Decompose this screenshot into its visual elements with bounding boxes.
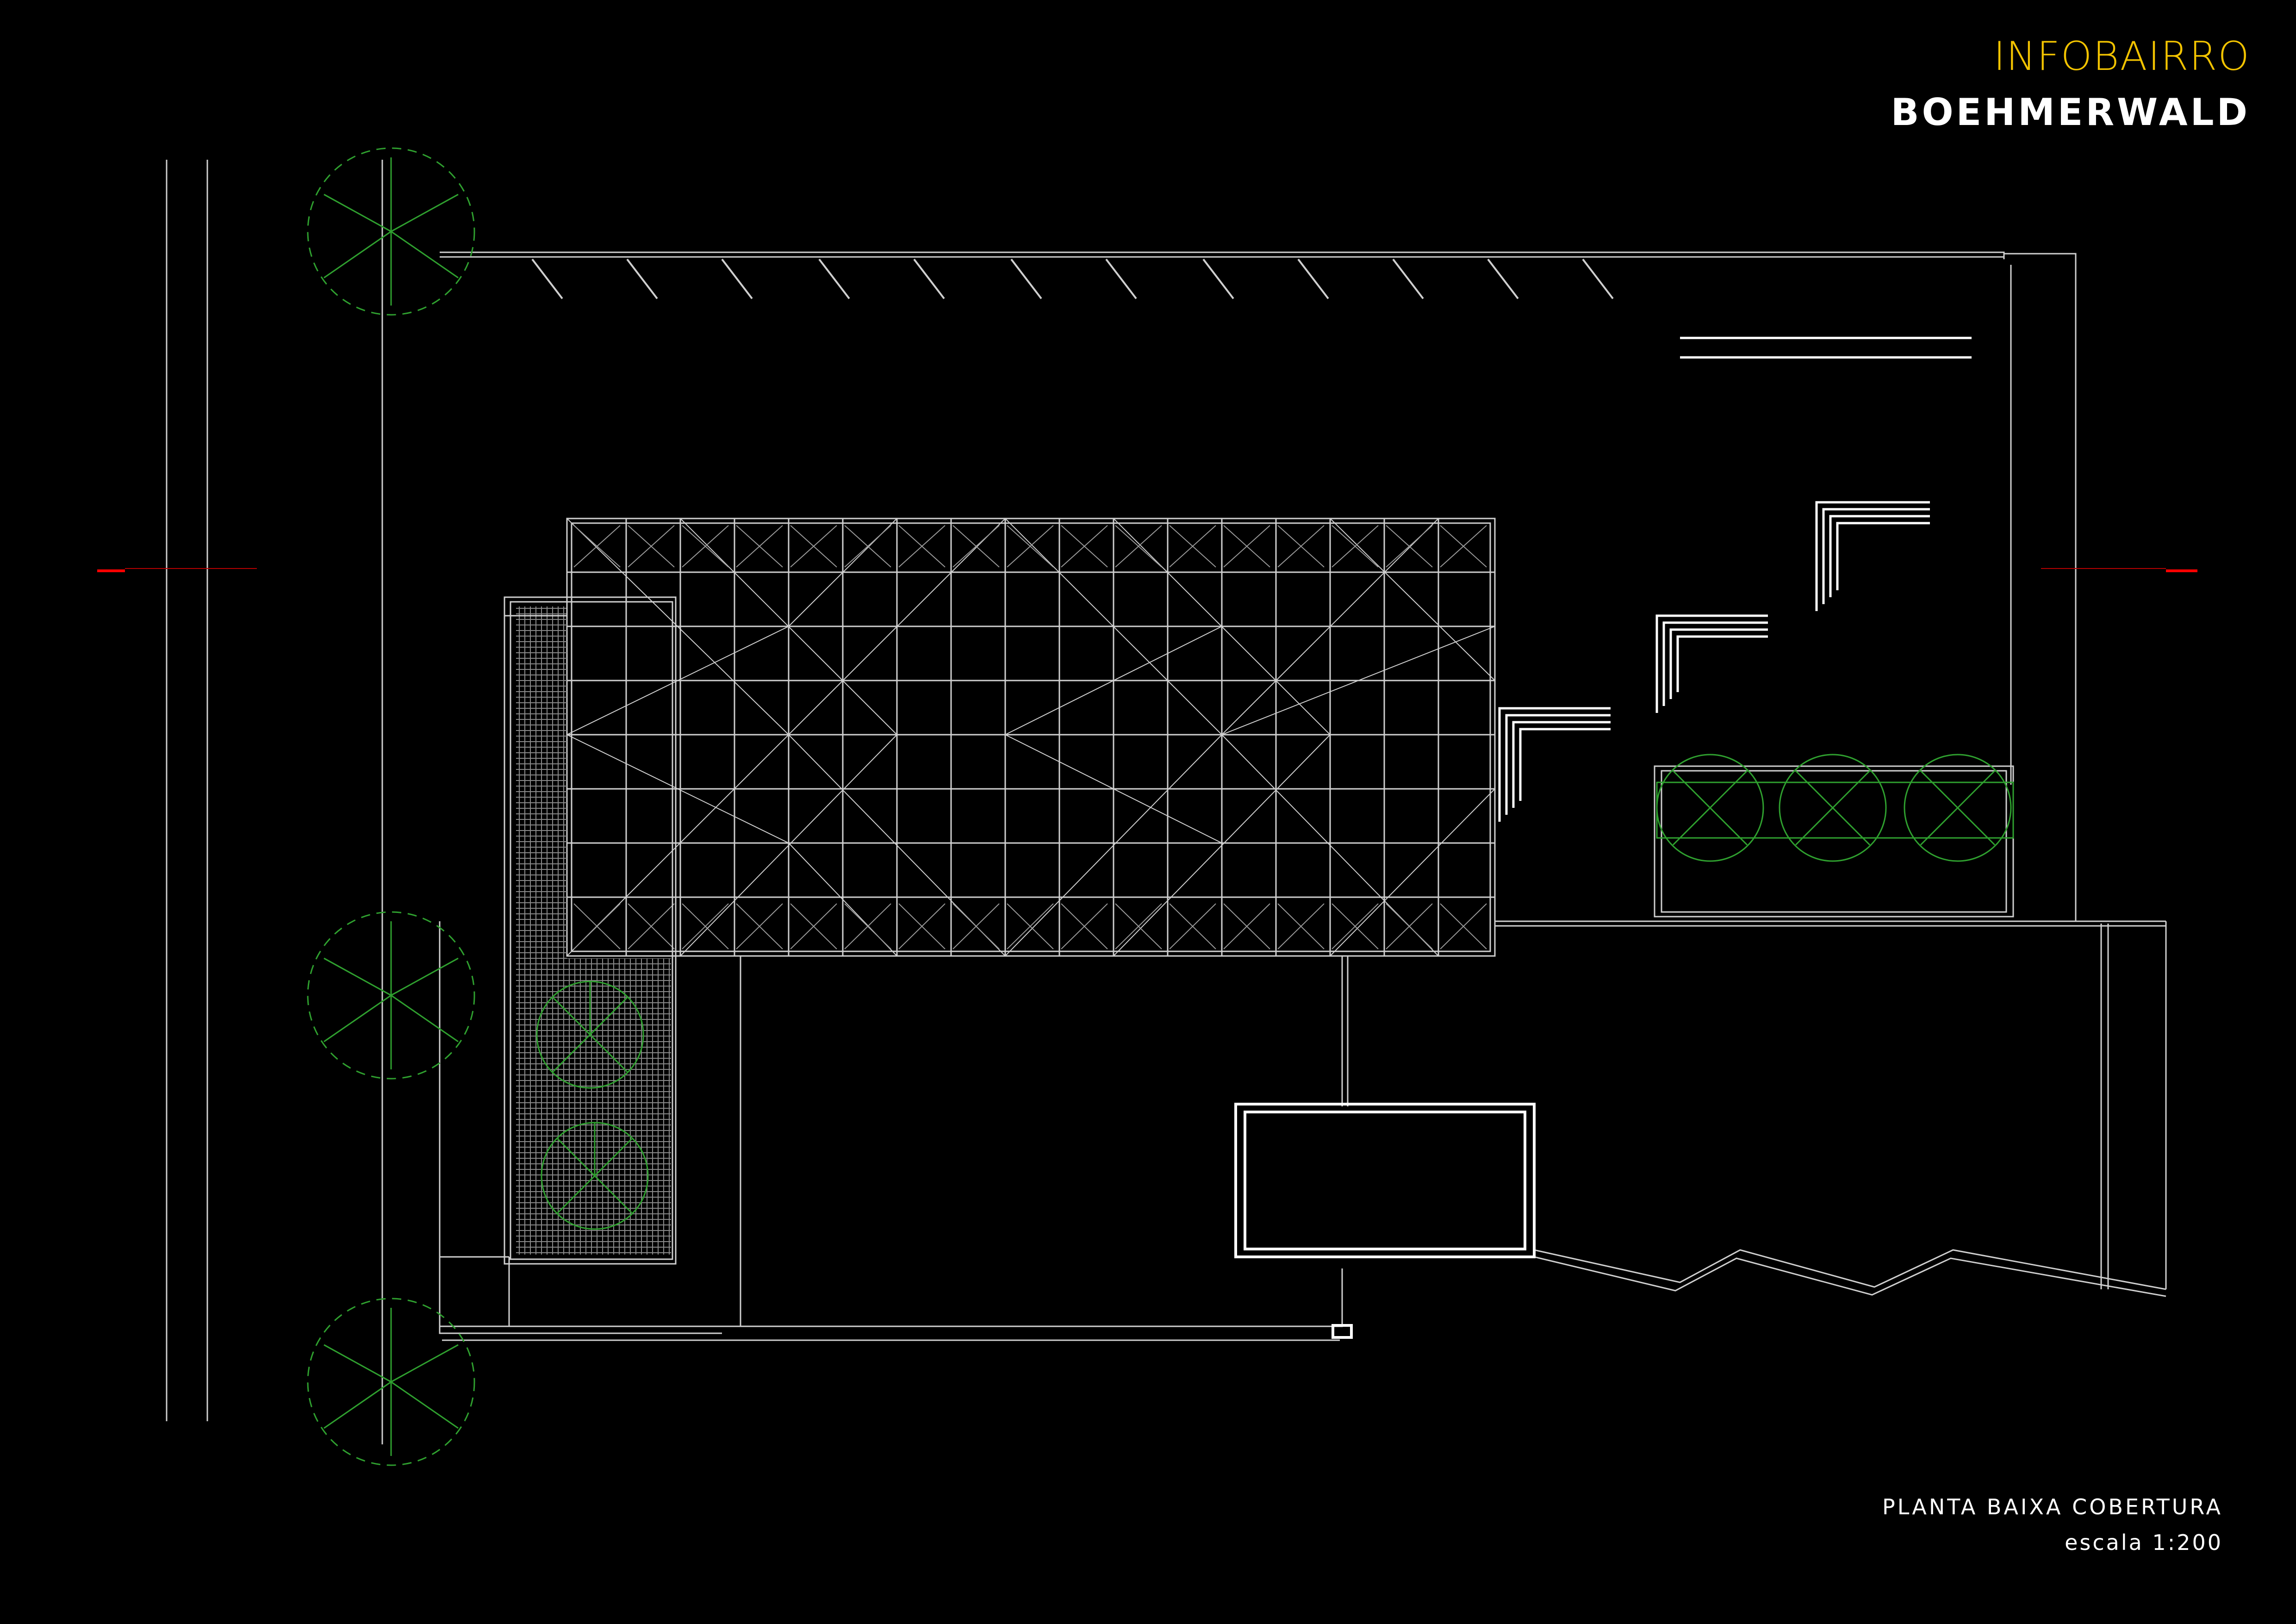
roof-edge-ticks — [531, 258, 1614, 300]
section-markers — [97, 568, 2197, 572]
tree-symbol-icon — [536, 981, 644, 1089]
tree-symbol-icon — [1904, 754, 2012, 862]
left-planter — [504, 596, 677, 1265]
tree-symbols — [307, 147, 2012, 1466]
project-location: BOEHMERWALD — [1891, 91, 2250, 134]
drain-marker — [1332, 1324, 1353, 1339]
deck-lines — [1680, 337, 1972, 359]
tree-symbol-icon — [1779, 754, 1887, 862]
tree-symbol-icon — [307, 911, 475, 1080]
roof-module-diamonds — [573, 525, 1487, 949]
site-boundary — [439, 251, 2077, 1341]
tree-symbol-icon — [307, 1298, 475, 1466]
courtyard-walls — [740, 920, 2167, 1326]
right-planter — [1654, 765, 2014, 918]
pool-rectangle — [1234, 1103, 1536, 1258]
roof-trusses — [566, 518, 1496, 957]
drawing-title: PLANTA BAIXA COBERTURA — [1882, 1494, 2223, 1519]
drawing-scale: escala 1:200 — [2065, 1530, 2223, 1555]
tree-symbol-icon — [1656, 754, 1764, 862]
street-lines — [166, 160, 383, 1444]
bench-elements — [1498, 501, 1930, 822]
tree-symbol-icon — [541, 1122, 649, 1230]
tree-symbol-icon — [307, 147, 475, 316]
project-title: INFOBAIRRO — [1993, 33, 2250, 80]
